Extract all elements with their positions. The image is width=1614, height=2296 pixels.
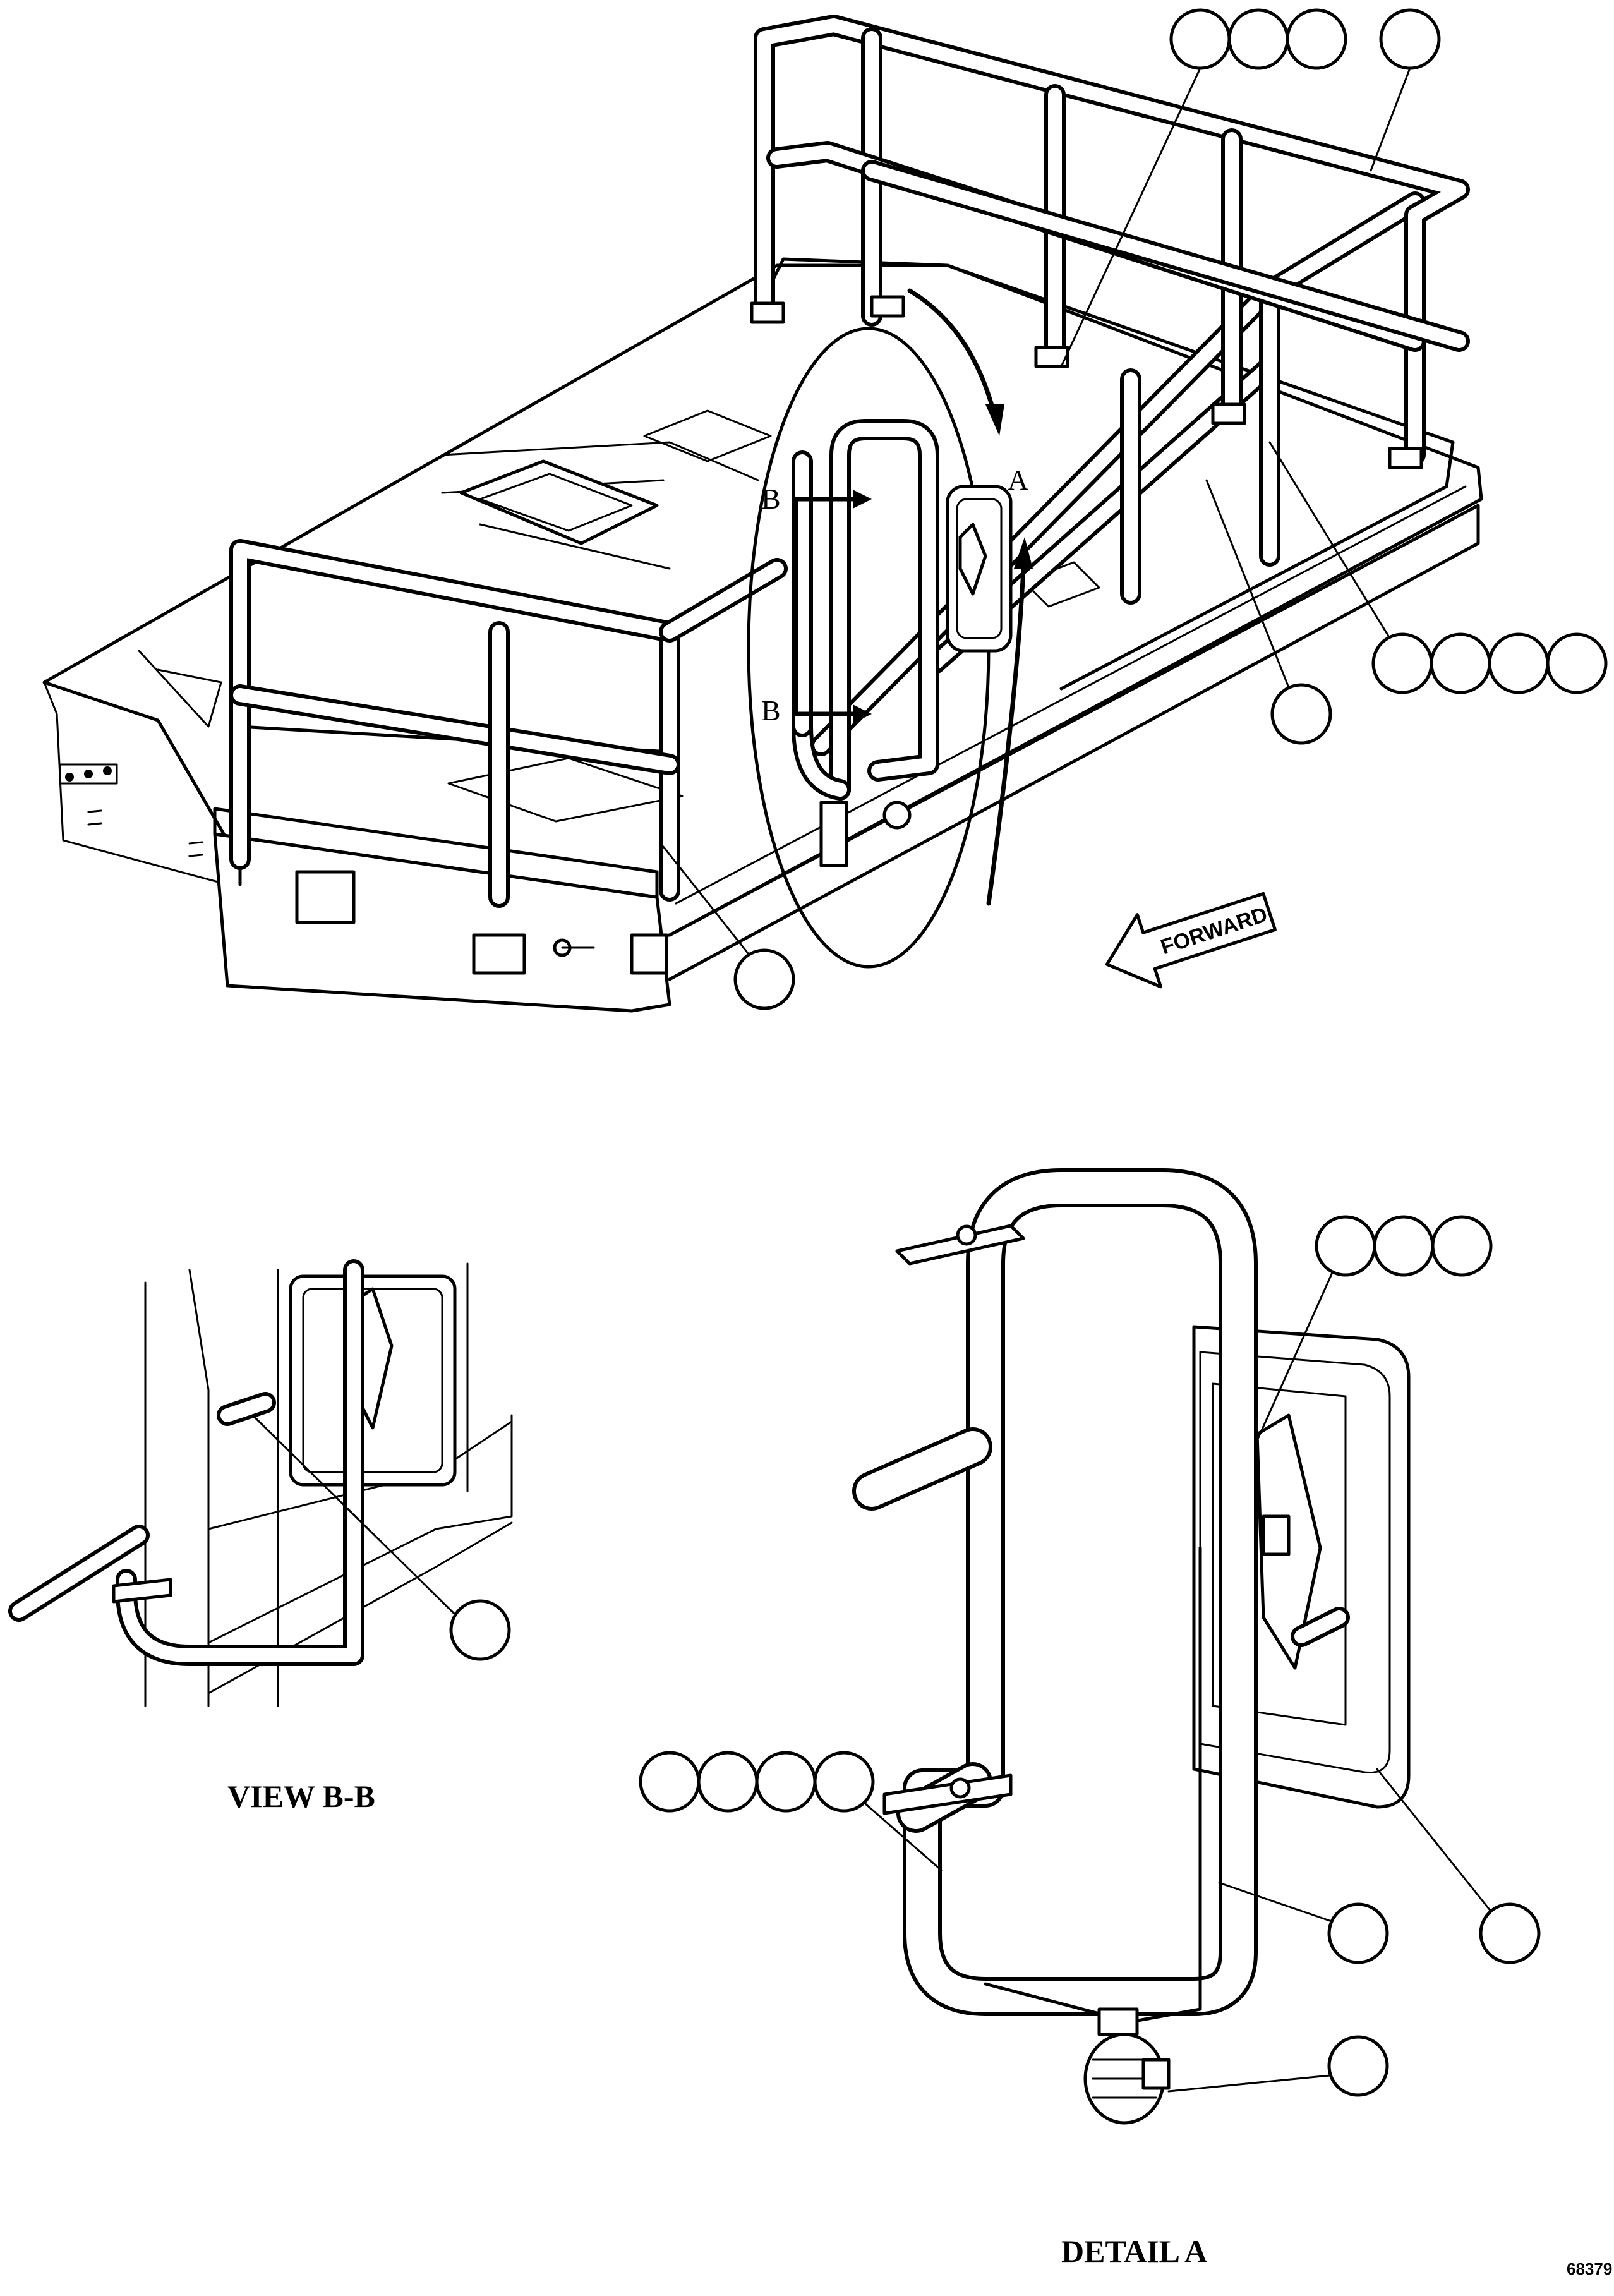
callout-view-bb xyxy=(449,1599,511,1661)
side-skirt-lower xyxy=(675,485,1467,905)
cover-plate-1 xyxy=(447,757,684,823)
detail-a-arrowhead-upper xyxy=(985,404,1004,436)
side-skirt xyxy=(668,504,1480,981)
leader-bottom-single xyxy=(662,845,750,955)
detail-letter: A xyxy=(1008,464,1028,496)
section-letter-top: B xyxy=(761,483,781,515)
leader-detail-triple xyxy=(1256,1270,1334,1442)
section-letter-bottom: B xyxy=(761,694,781,727)
detail-crossbar-w xyxy=(856,1431,989,1507)
callout-group-top-triple xyxy=(1169,8,1347,70)
floor-step xyxy=(138,650,222,728)
detail-handle-w xyxy=(906,1172,1254,2012)
platform-assembly: B B A FORWARD xyxy=(42,8,1608,1013)
leader-top-single xyxy=(1370,67,1411,172)
detail-door-inner-2 xyxy=(1212,1382,1347,1726)
callout-group-detail-triple xyxy=(1315,1215,1493,1277)
detail-clamp-top-bolt xyxy=(956,1224,977,1246)
marker-light-left xyxy=(472,933,526,975)
callout-right-single xyxy=(1270,683,1332,745)
callout-group-right-quad xyxy=(1371,632,1608,694)
leader-detail-pipe xyxy=(1218,1882,1331,1922)
view-bb-clamp xyxy=(112,1578,172,1604)
detail-door-inner-1 xyxy=(1199,1351,1391,1774)
leader-top-triple xyxy=(1060,67,1201,368)
view-bb-crossbar-w xyxy=(12,1528,146,1618)
section-bb-indicator xyxy=(793,490,872,723)
leader-detail-quad xyxy=(864,1803,943,1871)
view-bb-frame-lines xyxy=(144,1262,513,1707)
front-guardrail xyxy=(229,539,788,908)
side-guardrail xyxy=(810,191,1426,756)
detail-a-arrow-upper xyxy=(907,288,997,420)
leader-view-bb xyxy=(251,1414,456,1616)
rear-guardrail xyxy=(754,15,1470,466)
hatch-inner xyxy=(479,473,633,532)
rail-mount-4 xyxy=(1211,402,1246,425)
detail-a-arrowhead-lower xyxy=(1014,537,1033,569)
callout-top-single xyxy=(1379,8,1441,70)
detail-work-lamp xyxy=(1083,2007,1171,2125)
leader-right-quad xyxy=(1268,441,1391,639)
forward-arrow: FORWARD xyxy=(1105,891,1277,989)
front-bumper xyxy=(213,832,671,1013)
rail-mount-2 xyxy=(870,295,905,318)
rail-mount-5 xyxy=(1388,447,1423,469)
door-latch xyxy=(958,523,987,596)
caption-detail-a: DETAIL A xyxy=(1061,2233,1207,2269)
control-box xyxy=(819,801,848,867)
detail-latch-pin-w xyxy=(1294,1610,1346,1643)
callout-bottom-single xyxy=(733,948,795,1010)
callout-group-detail-quad xyxy=(639,1751,875,1813)
leader-right-single xyxy=(1205,479,1290,689)
view-bb: VIEW B-B xyxy=(8,1259,513,1814)
door-panel-inner xyxy=(956,498,1003,639)
hatch-cover xyxy=(459,459,659,545)
callout-detail-light xyxy=(1479,1902,1541,1964)
figure-number: 68379 xyxy=(1567,2259,1612,2278)
detail-a: DETAIL A xyxy=(639,1168,1541,2269)
callout-detail-lamp xyxy=(1327,2035,1389,2097)
caption-view-bb: VIEW B-B xyxy=(227,1779,375,1814)
callout-detail-pipe xyxy=(1327,1902,1389,1964)
cover-plate-2 xyxy=(643,409,772,462)
view-bb-pin-w xyxy=(220,1396,272,1422)
rail-mount-1 xyxy=(750,301,785,324)
leader-detail-light xyxy=(1376,1768,1492,1912)
marker-light-right xyxy=(630,933,668,975)
detail-clamp-bottom-bolt xyxy=(949,1777,971,1799)
leader-detail-lamp xyxy=(1167,2074,1331,2093)
bumper-plate xyxy=(295,870,356,924)
detail-latch-window xyxy=(1262,1514,1291,1556)
entry-handle xyxy=(792,419,939,801)
view-bb-handle-w xyxy=(119,1263,361,1662)
detail-a-arrow-lower xyxy=(986,566,1026,906)
work-light xyxy=(882,801,912,830)
bolt-pattern xyxy=(59,763,203,857)
detail-wire xyxy=(984,1546,1202,2024)
detail-clamp-bottom xyxy=(882,1773,1013,1815)
